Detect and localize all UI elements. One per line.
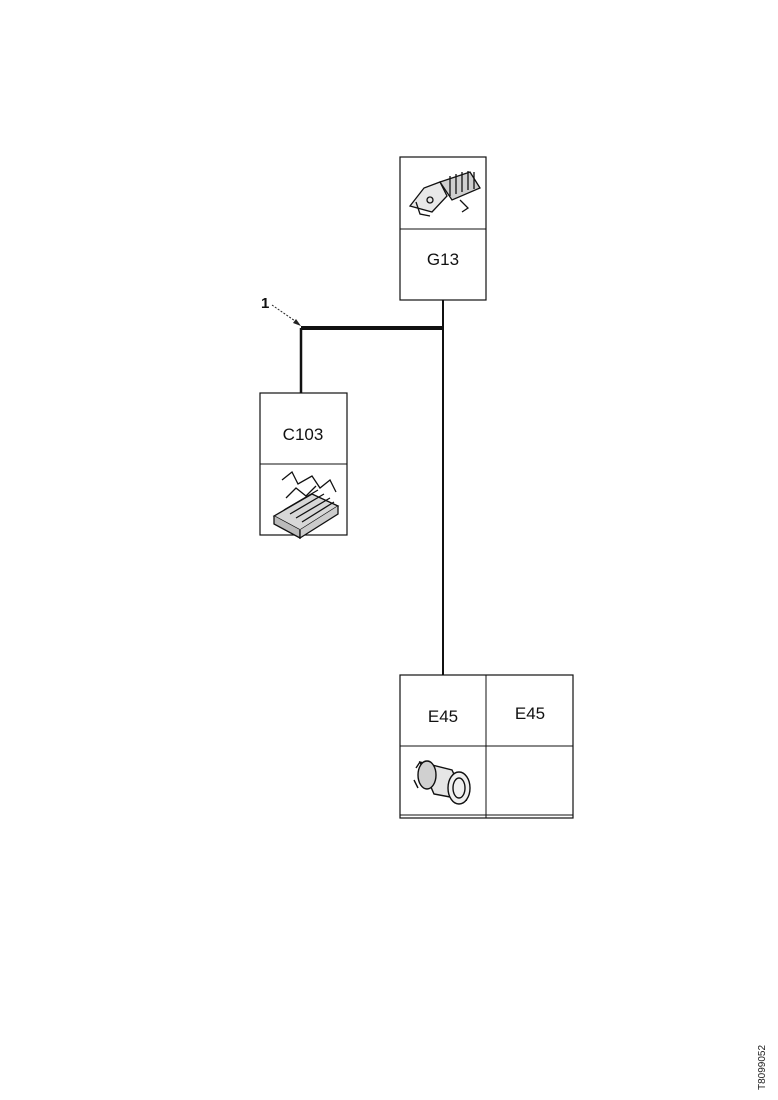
connector-E45b-label: E45 (515, 704, 545, 723)
connector-G13-label: G13 (427, 250, 459, 269)
connector-block-icon (272, 470, 340, 540)
connector-G13: G13 (399, 156, 487, 301)
document-id: T8099052 (757, 1045, 768, 1090)
callout-arrowhead (293, 319, 301, 326)
cylindrical-connector-icon (413, 760, 471, 805)
connector-E45a-label: E45 (428, 707, 458, 726)
callout-leader (271, 304, 299, 324)
connector-plug-icon (408, 171, 481, 217)
connector-C103-label: C103 (283, 425, 324, 444)
connector-C103: C103 (259, 392, 348, 540)
callout-1: 1 (261, 295, 301, 326)
wires (299, 300, 444, 676)
connector-E45: E45 E45 (399, 674, 574, 819)
callout-label: 1 (261, 295, 269, 312)
